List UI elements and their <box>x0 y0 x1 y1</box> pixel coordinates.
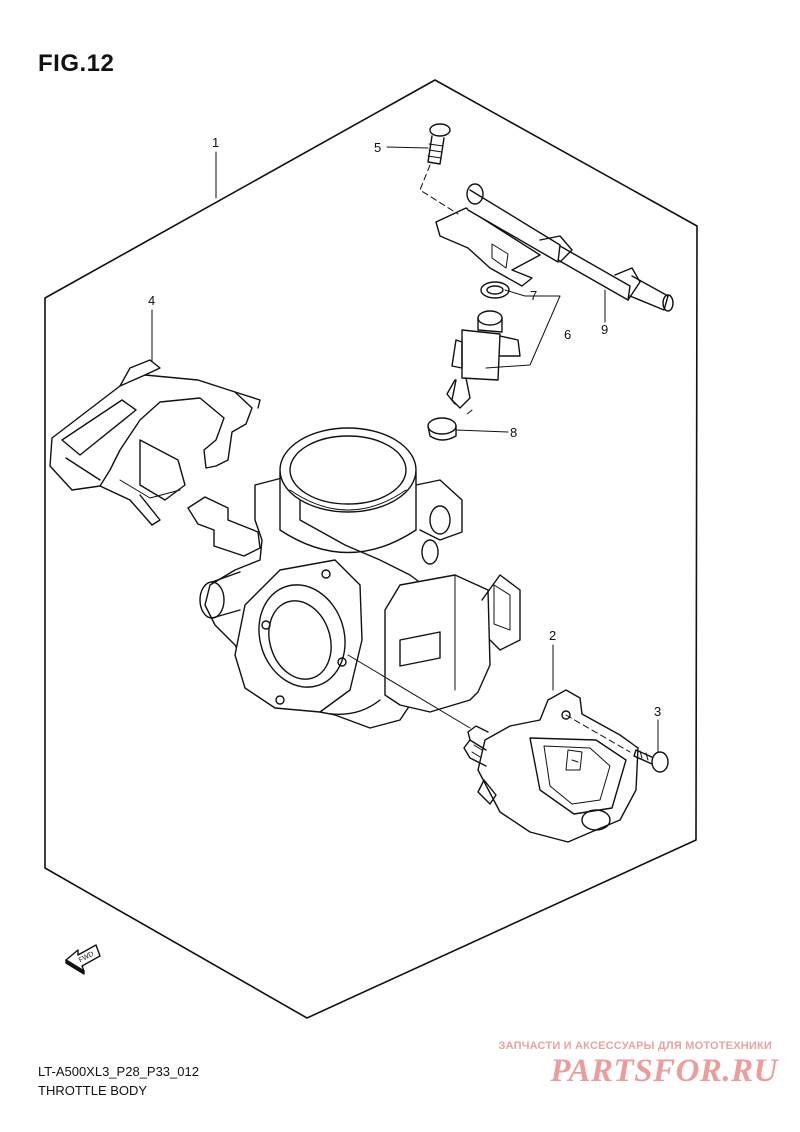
watermark-tagline: ЗАПЧАСТИ И АКСЕССУАРЫ ДЛЯ МОТОТЕХНИКИ <box>498 1040 772 1052</box>
seal-part-8 <box>427 417 457 441</box>
callout-9: 9 <box>601 322 608 337</box>
assembly-boundary <box>44 79 698 1019</box>
screw-part-5 <box>427 123 451 165</box>
watermark-logo: PARTSFOR.RU <box>550 1053 778 1089</box>
throttle-body-part <box>187 427 521 729</box>
callout-7: 7 <box>530 288 537 303</box>
diagram-code: LT-A500XL3_P28_P33_012 <box>38 1064 199 1079</box>
fuel-delivery-pipe-part <box>435 183 674 312</box>
fuel-injector-part <box>446 310 521 409</box>
callout-4: 4 <box>148 293 155 308</box>
callout-3: 3 <box>654 704 661 719</box>
callout-2: 2 <box>549 628 556 643</box>
callout-1: 1 <box>212 135 219 150</box>
screw-part-3 <box>633 749 669 773</box>
o-ring-part-7 <box>480 281 510 299</box>
cover-bracket-part <box>49 359 261 526</box>
figure-title: FIG.12 <box>38 50 115 77</box>
callout-5: 5 <box>374 140 381 155</box>
diagram-caption: THROTTLE BODY <box>38 1083 148 1098</box>
fwd-arrow-icon <box>65 944 101 975</box>
callout-6: 6 <box>564 327 571 342</box>
callout-8: 8 <box>510 425 517 440</box>
idle-air-valve-part <box>463 689 639 843</box>
